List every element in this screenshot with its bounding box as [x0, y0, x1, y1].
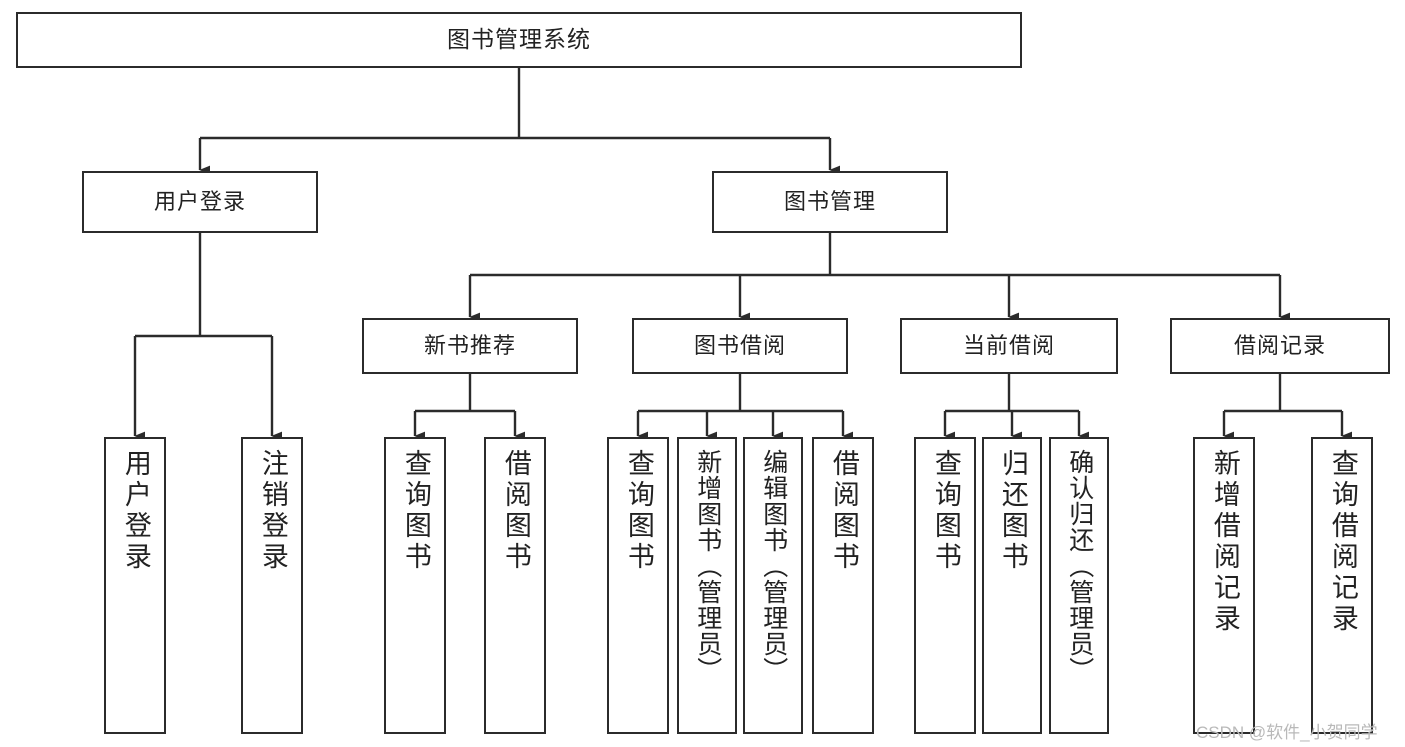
node-label: 用户登录: [153, 189, 246, 215]
node-new-book-rec[interactable]: 新书推荐: [362, 318, 578, 374]
node-leaf-confirm-return[interactable]: 确认归还（管理员）: [1049, 437, 1109, 734]
node-label: 图书借阅: [693, 333, 786, 359]
node-leaf-borrow-book-1[interactable]: 借阅图书: [484, 437, 546, 734]
node-book-manage[interactable]: 图书管理: [712, 171, 948, 233]
node-leaf-edit-book[interactable]: 编辑图书（管理员）: [743, 437, 803, 734]
node-label: 当前借阅: [962, 333, 1055, 359]
node-label: 查询借阅记录: [1327, 449, 1358, 635]
node-label: 查询图书: [623, 449, 654, 573]
node-leaf-add-book[interactable]: 新增图书（管理员）: [677, 437, 737, 734]
csdn-watermark: CSDN @软件_小贺同学: [1196, 723, 1378, 742]
node-leaf-query-book-2[interactable]: 查询图书: [607, 437, 669, 734]
node-leaf-user-login[interactable]: 用户登录: [104, 437, 166, 734]
node-label: 新增图书（管理员）: [693, 449, 722, 683]
node-label: 借阅记录: [1233, 333, 1326, 359]
node-label: 新增借阅记录: [1209, 449, 1240, 635]
node-book-borrow[interactable]: 图书借阅: [632, 318, 848, 374]
node-current-borrow[interactable]: 当前借阅: [900, 318, 1118, 374]
node-leaf-return-book[interactable]: 归还图书: [982, 437, 1042, 734]
node-label: 查询图书: [930, 449, 961, 573]
node-leaf-query-book-1[interactable]: 查询图书: [384, 437, 446, 734]
node-label: 归还图书: [997, 449, 1028, 573]
node-leaf-query-record[interactable]: 查询借阅记录: [1311, 437, 1373, 734]
node-leaf-logout[interactable]: 注销登录: [241, 437, 303, 734]
node-label: 确认归还（管理员）: [1065, 449, 1094, 683]
node-leaf-add-record[interactable]: 新增借阅记录: [1193, 437, 1255, 734]
node-user-login[interactable]: 用户登录: [82, 171, 318, 233]
node-label: 图书管理系统: [447, 26, 591, 53]
node-label: 图书管理: [783, 189, 876, 215]
node-label: 用户登录: [120, 449, 151, 573]
node-label: 借阅图书: [828, 449, 859, 573]
node-label: 新书推荐: [423, 333, 516, 359]
node-label: 借阅图书: [500, 449, 531, 573]
node-leaf-query-book-3[interactable]: 查询图书: [914, 437, 976, 734]
node-borrow-record[interactable]: 借阅记录: [1170, 318, 1390, 374]
node-label: 编辑图书（管理员）: [759, 449, 788, 683]
node-root[interactable]: 图书管理系统: [16, 12, 1022, 68]
node-label: 注销登录: [257, 449, 288, 573]
node-leaf-borrow-book-2[interactable]: 借阅图书: [812, 437, 874, 734]
node-label: 查询图书: [400, 449, 431, 573]
